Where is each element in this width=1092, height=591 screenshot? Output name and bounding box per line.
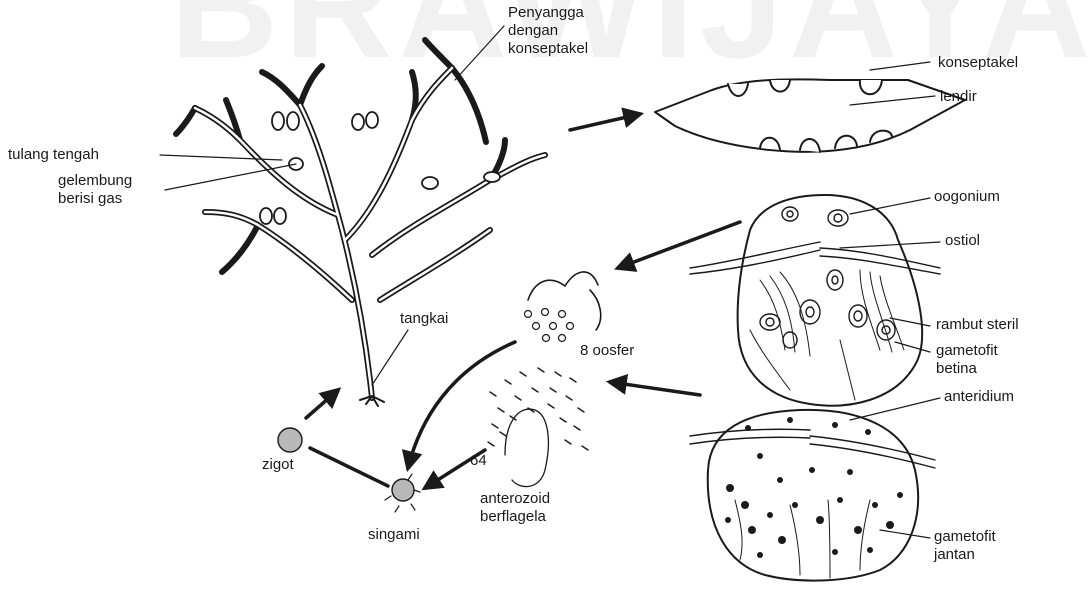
label-penyangga-3: konseptakel (508, 40, 588, 58)
label-konseptakel: konseptakel (938, 54, 1018, 72)
label-zigot: zigot (262, 456, 294, 474)
label-rambut-steril: rambut steril (936, 316, 1019, 334)
label-singami: singami (368, 526, 420, 544)
line-syngamy-to-zygote (310, 448, 388, 486)
thallus-drawing (176, 40, 545, 398)
arrow-oosfer-to-syngamy (408, 342, 515, 468)
label-64: 64 (470, 452, 487, 470)
cycle-arrows (306, 114, 740, 488)
gas-bladders (260, 112, 500, 224)
label-penyangga-1: Penyangga (508, 4, 584, 22)
arrow-female-to-oosfer (618, 222, 740, 268)
antherozoid-cluster (488, 368, 588, 487)
label-ostiol: ostiol (945, 232, 980, 250)
syngamy-cell (392, 479, 414, 501)
arrow-zygote-to-thallus (306, 390, 338, 418)
oosphere-release (525, 272, 601, 342)
label-8-oosfer: 8 oosfer (580, 342, 634, 360)
left-main-branch (195, 108, 338, 215)
arrow-male-to-antherozoid (610, 382, 700, 395)
label-oogonium: oogonium (934, 188, 1000, 206)
label-penyangga-2: dengan (508, 22, 558, 40)
conceptacle-section (655, 62, 965, 152)
label-lendir: lendir (940, 88, 977, 106)
male-conceptacle (690, 398, 940, 581)
label-gelembung-1: gelembung (58, 172, 132, 190)
zygote-cell (278, 428, 302, 452)
label-tangkai: tangkai (400, 310, 448, 328)
label-anterozoid-1: anterozoid (480, 490, 550, 508)
label-anterozoid-2: berflagela (480, 508, 546, 526)
label-gametofit-betina-2: betina (936, 360, 977, 378)
label-gelembung-2: berisi gas (58, 190, 122, 208)
arrow-thallus-to-section (570, 114, 640, 130)
label-gametofit-jantan-1: gametofit (934, 528, 996, 546)
label-gametofit-jantan-2: jantan (934, 546, 975, 564)
main-stem (300, 105, 372, 398)
label-anteridium: anteridium (944, 388, 1014, 406)
label-tulang-tengah: tulang tengah (8, 146, 99, 164)
label-gametofit-betina-1: gametofit (936, 342, 998, 360)
